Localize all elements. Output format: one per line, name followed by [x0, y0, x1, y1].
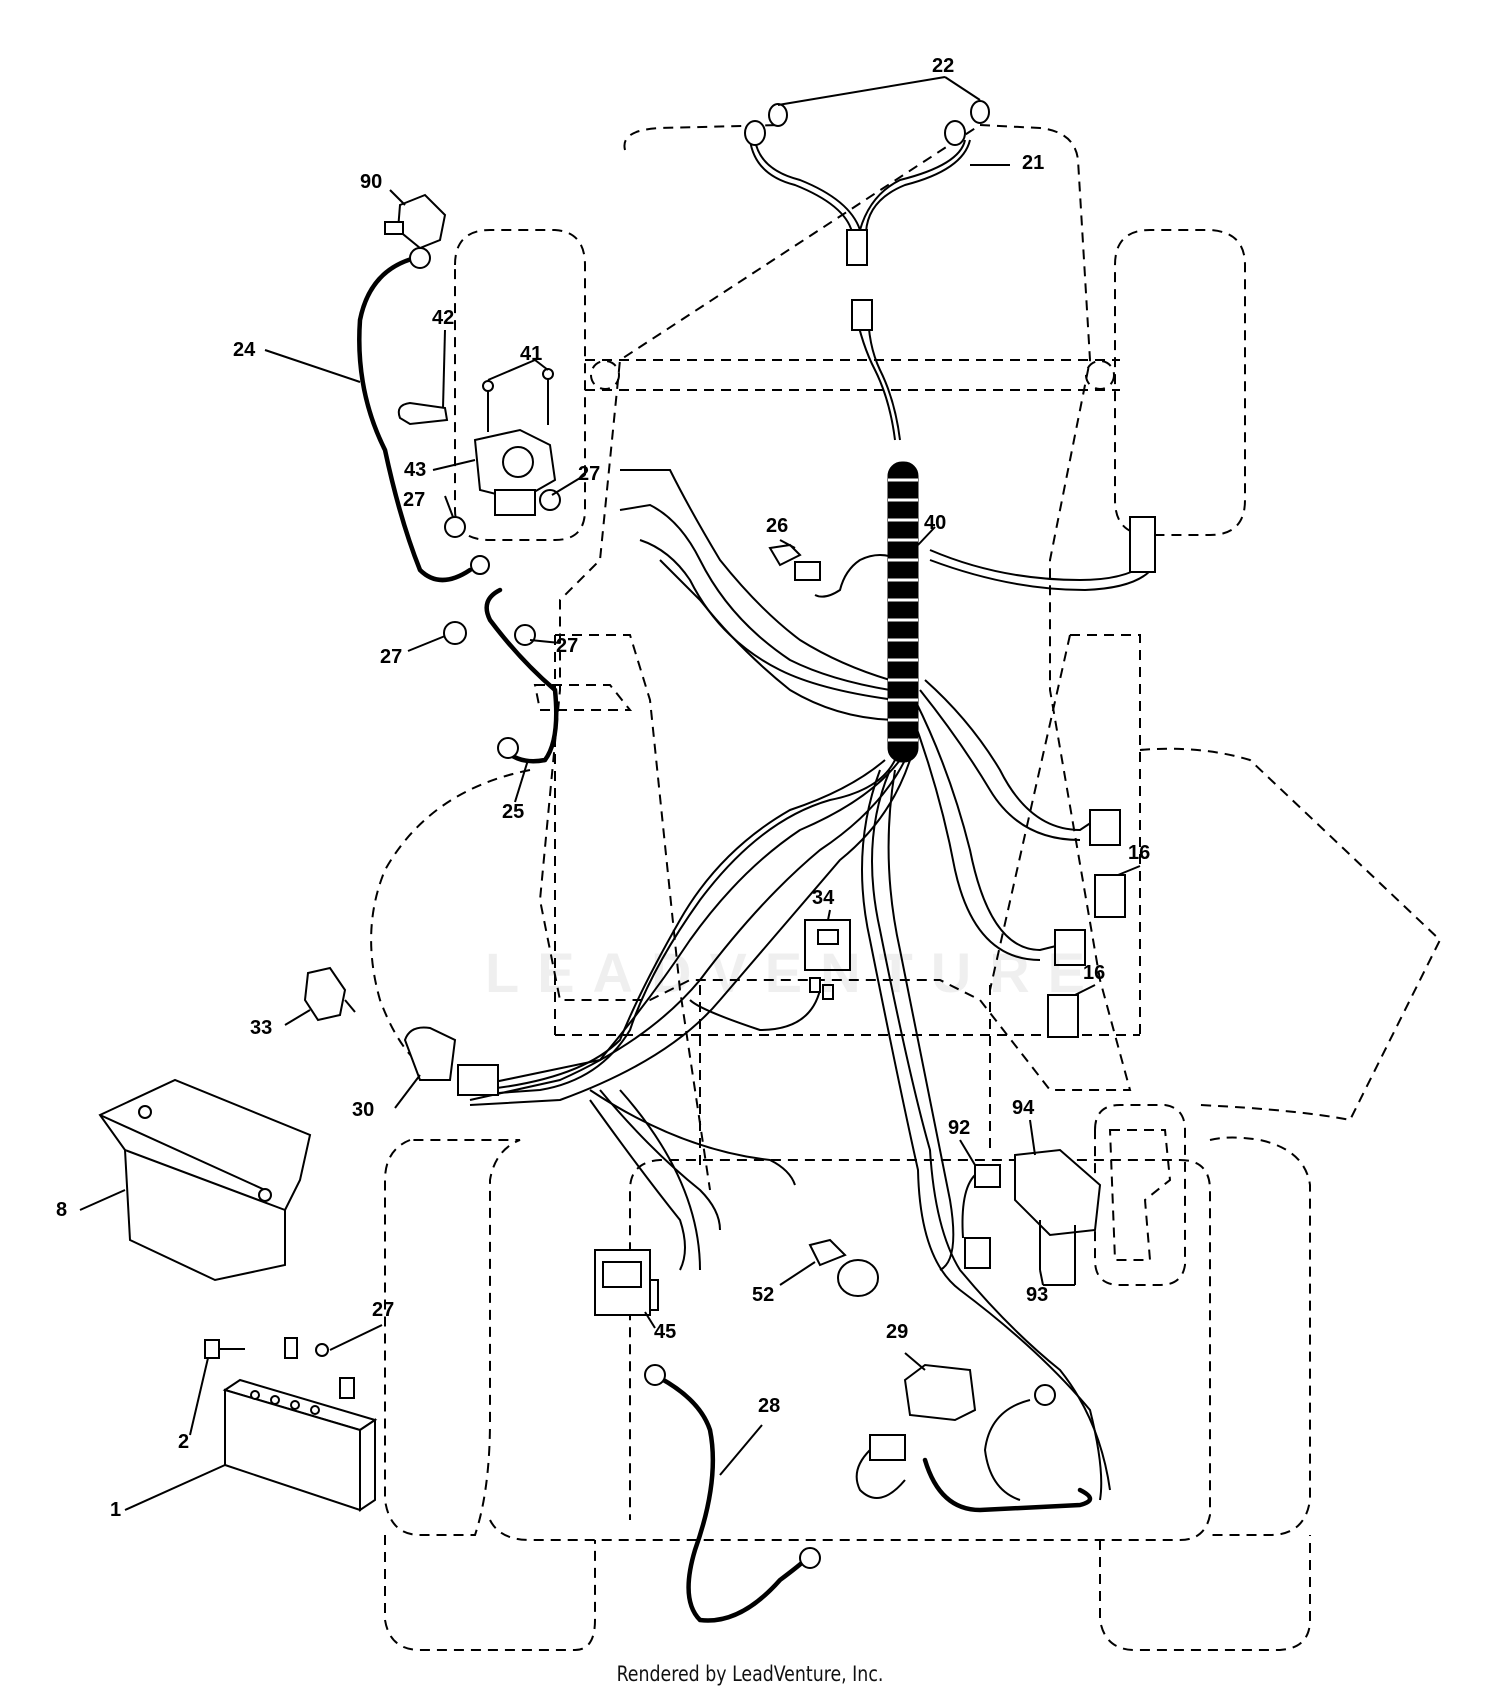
callout-30: 30	[352, 1099, 375, 1121]
callout-26: 26	[766, 515, 789, 537]
callout-43: 43	[404, 459, 427, 481]
callout-52: 52	[752, 1284, 775, 1306]
callout-29: 29	[886, 1321, 909, 1343]
relay-26	[768, 543, 821, 581]
watermark: LEADVENTURE	[485, 941, 1104, 1004]
key-33	[303, 966, 356, 1022]
washers-27	[315, 1343, 329, 1357]
callout-21: 21	[1022, 152, 1045, 174]
solenoid-43	[397, 368, 561, 646]
callout-42: 42	[432, 307, 455, 329]
lamp-52	[808, 1238, 879, 1297]
callout-34: 34	[812, 887, 835, 909]
render-credit: Rendered by LeadVenture, Inc.	[616, 1662, 884, 1686]
cable-24	[357, 247, 490, 583]
ignition-30	[403, 1026, 499, 1096]
callout-33: 33	[250, 1017, 273, 1039]
callout-45: 45	[654, 1321, 677, 1343]
callout-16-b: 16	[1083, 962, 1106, 984]
harness-sleeve-40	[887, 461, 919, 763]
meter-45	[594, 1249, 659, 1316]
callout-1: 1	[110, 1499, 122, 1521]
leader-lines	[79, 76, 1141, 1511]
callout-2: 2	[178, 1431, 190, 1453]
switch-34	[804, 919, 851, 1000]
switch-92	[961, 1164, 1001, 1269]
callout-27-b: 27	[403, 489, 426, 511]
switch-94	[1014, 1148, 1102, 1285]
switch-90	[384, 193, 447, 250]
callout-27-c: 27	[380, 646, 403, 668]
callout-24: 24	[233, 339, 256, 361]
switch-16	[1047, 809, 1126, 1038]
callout-27-e: 27	[372, 1299, 395, 1321]
cable-25	[484, 587, 559, 764]
callout-16-a: 16	[1128, 842, 1151, 864]
callout-93: 93	[1026, 1284, 1049, 1306]
headlight-assembly	[744, 100, 990, 331]
callout-40: 40	[924, 512, 947, 534]
callout-94: 94	[1012, 1097, 1035, 1119]
connector-right	[1129, 516, 1156, 573]
callout-90: 90	[360, 171, 383, 193]
cable-28	[644, 1364, 821, 1623]
switch-29	[855, 1363, 1093, 1513]
battery-box-8	[98, 1078, 312, 1282]
bolt-2	[204, 1339, 245, 1359]
main-harness	[469, 309, 1156, 1501]
callout-92: 92	[948, 1117, 971, 1139]
battery-1	[222, 1337, 378, 1512]
callout-41: 41	[520, 343, 543, 365]
callout-27-d: 27	[556, 635, 579, 657]
callout-27-a: 27	[578, 463, 601, 485]
callout-22: 22	[932, 55, 955, 77]
callout-28: 28	[758, 1395, 781, 1417]
callout-25: 25	[502, 801, 525, 823]
callout-8: 8	[56, 1199, 68, 1221]
